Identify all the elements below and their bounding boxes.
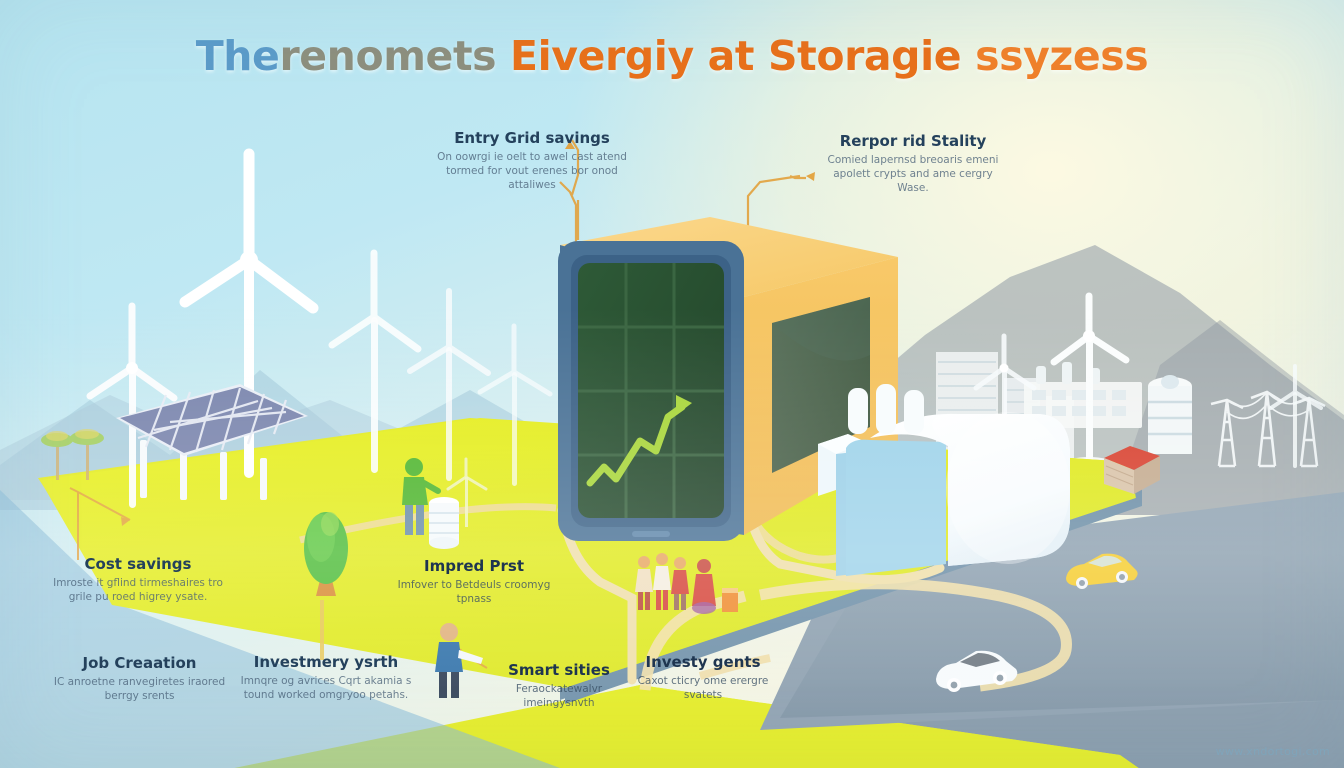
yellow-car xyxy=(1066,553,1138,589)
cylinder-tanks xyxy=(848,384,924,434)
callout-body: Feraockatewalvr imeingysnvth xyxy=(515,682,603,709)
wind-turbine-left-5 xyxy=(477,323,553,486)
solar-panel-array xyxy=(116,384,308,500)
foreground-water xyxy=(0,490,560,768)
mini-wind-turbine xyxy=(446,457,488,527)
white-drum-stack xyxy=(429,497,459,549)
callout-grid-stability: Rerpor rid Stality Comied lapernsd breoa… xyxy=(818,133,1008,196)
callout-body: Imroste it gflind tirmeshaires tro grile… xyxy=(53,576,223,603)
people-group xyxy=(635,553,738,614)
wind-turbine-right-3 xyxy=(1269,364,1323,468)
white-storage-tank xyxy=(818,412,1070,576)
callout-investment-growth: Investmery ysrth Imnqre og avrices Cqrt … xyxy=(226,654,426,702)
callout-cost-savings: Cost savings Imroste it gflind tirmeshai… xyxy=(48,556,228,604)
callout-heading: Impred Prst xyxy=(424,557,524,575)
callout-body: IC anroetne ranvegiretes iraored berrgy … xyxy=(53,675,226,702)
callout-heading: Cost savings xyxy=(84,555,192,573)
callout-heading: Job Creaation xyxy=(82,654,197,672)
person-with-map xyxy=(435,623,483,698)
wind-turbine-left-main xyxy=(179,148,319,478)
callout-smart-cities: Smart sities Feraockatewalvr imeingysnvt… xyxy=(484,662,634,710)
watermark: www.xndortogi.com xyxy=(1215,745,1330,758)
title-part-2: renomets xyxy=(279,32,497,80)
wind-turbine-left-2 xyxy=(86,302,178,508)
wind-turbine-left-4 xyxy=(407,288,491,481)
callout-heading: Entry Grid savings xyxy=(454,129,610,147)
title-part-3: Eivergiy at Storagie xyxy=(510,32,962,80)
title-part-1: The xyxy=(195,32,280,80)
person-worker-green xyxy=(402,458,441,535)
storage-silo xyxy=(1148,375,1192,454)
callout-body: On oowrgi ie oelt to awel cast atend tor… xyxy=(437,150,627,192)
callout-improved-forecast: Impred Prst Imfover to Betdeuls croomyg … xyxy=(384,558,564,606)
callout-investments: Investy gents Caxot cticry ome erergre s… xyxy=(618,654,788,702)
callout-heading: Investmery ysrth xyxy=(253,653,399,671)
callout-body: Comied lapernsd breoaris emeni apolett c… xyxy=(827,153,999,195)
white-car xyxy=(936,650,1018,692)
callout-body: Caxot cticry ome erergre svatets xyxy=(637,674,769,701)
page-title: Therenomets Eivergiy at Storagie ssyzess xyxy=(0,32,1344,80)
callout-body: Imnqre og avrices Cqrt akamia s tound wo… xyxy=(240,674,412,701)
red-roof-house xyxy=(1104,446,1160,494)
callout-heading: Investy gents xyxy=(645,653,761,671)
callout-job-creation: Job Creaation IC anroetne ranvegiretes i… xyxy=(42,655,237,703)
callout-energy-grid-savings: Entry Grid savings On oowrgi ie oelt to … xyxy=(432,130,632,193)
tree xyxy=(304,512,348,596)
industrial-buildings xyxy=(1024,362,1142,428)
callout-heading: Smart sities xyxy=(508,661,610,679)
wind-turbine-left-3 xyxy=(328,249,422,473)
title-part-4: ssyzess xyxy=(975,32,1149,80)
rising-growth-arrow xyxy=(586,395,692,487)
palm-trees xyxy=(41,429,104,480)
callout-heading: Rerpor rid Stality xyxy=(839,132,987,150)
callout-body: Imfover to Betdeuls croomyg tpnass xyxy=(397,578,551,605)
